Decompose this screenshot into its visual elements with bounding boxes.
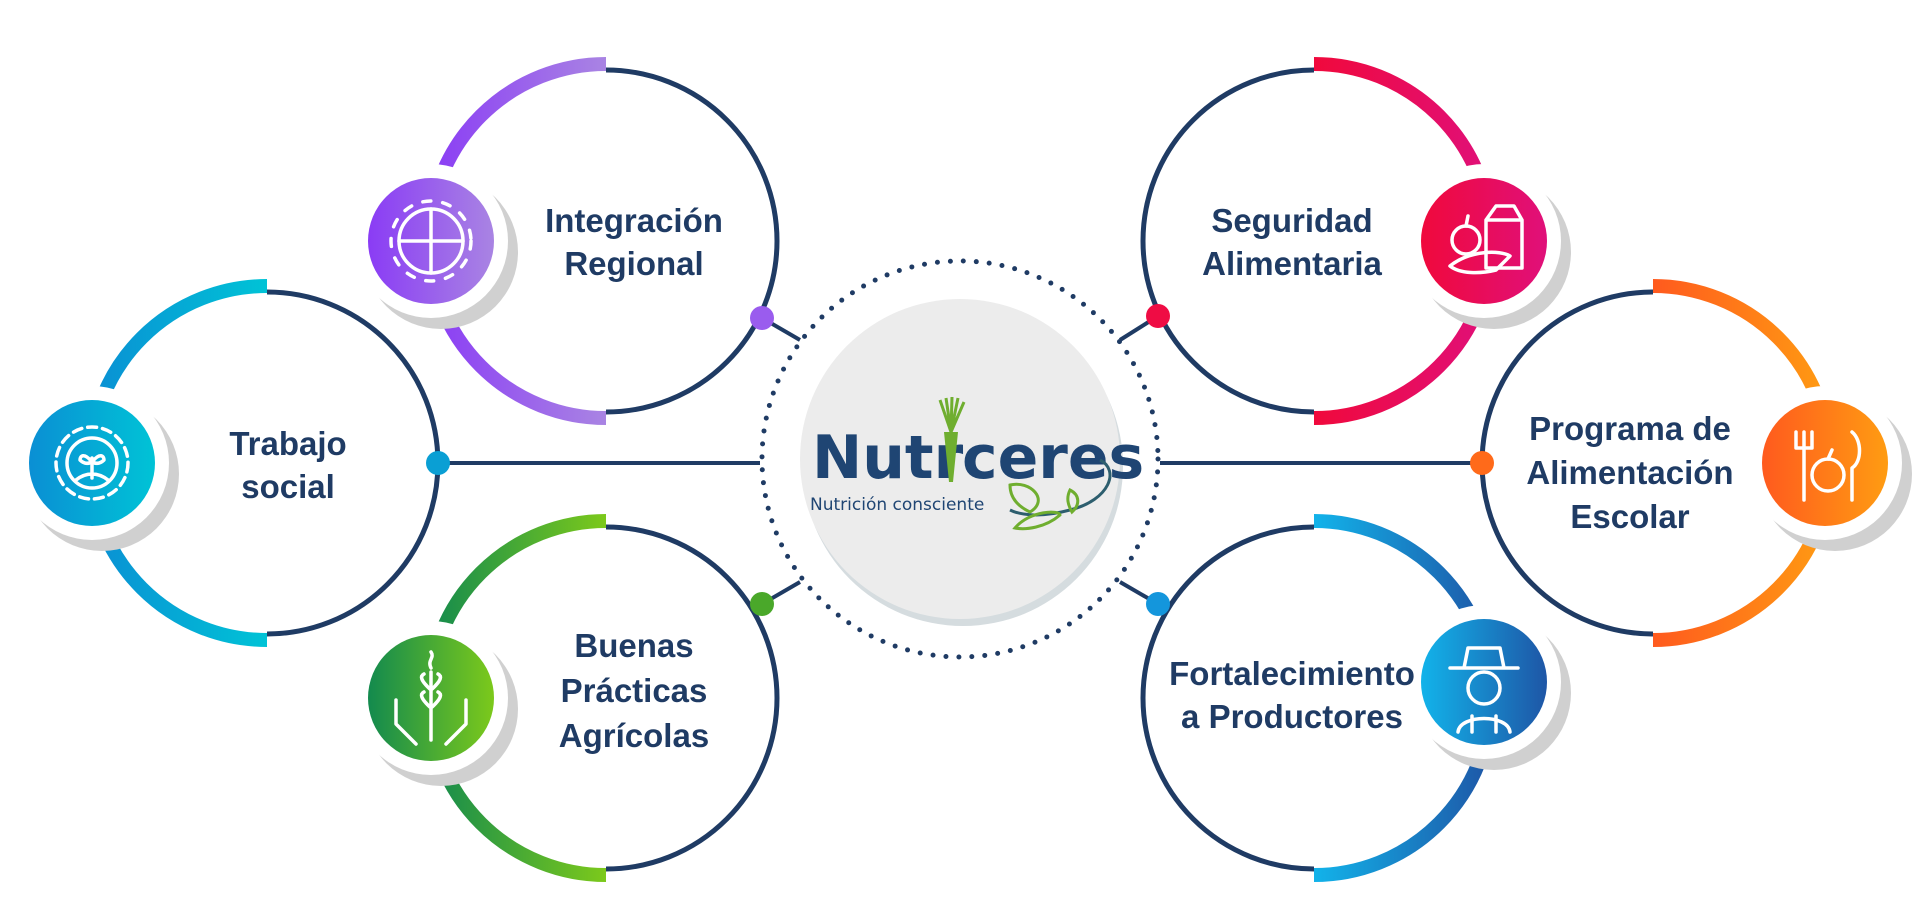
node-label-line: Buenas xyxy=(574,627,693,664)
node-connector-dot xyxy=(1470,451,1494,475)
node-label-line: social xyxy=(241,468,335,505)
node-label-line: Alimentación xyxy=(1526,454,1733,491)
farmer-icon xyxy=(1448,646,1520,734)
node-connector-dot xyxy=(1146,592,1170,616)
node-label-line: Trabajo xyxy=(229,425,346,462)
node-ring xyxy=(1140,524,1315,872)
puzzle-gear-icon xyxy=(389,199,473,283)
node-connector-dot xyxy=(426,451,450,475)
node-label-line: Regional xyxy=(564,245,703,282)
node-connector-dot xyxy=(750,592,774,616)
node-connector-dot xyxy=(750,306,774,330)
node-label-line: Alimentaria xyxy=(1202,245,1382,282)
node-ring xyxy=(266,289,441,637)
node-label-line: Programa de xyxy=(1529,410,1731,447)
node-label-line: Escolar xyxy=(1570,498,1689,535)
carrot-icon xyxy=(938,396,966,482)
logo-text-part1: Nutr xyxy=(812,423,964,493)
node-label-line: Seguridad xyxy=(1211,202,1372,239)
node-ring xyxy=(1140,67,1315,415)
fork-apple-knife-icon xyxy=(1794,430,1862,502)
node-ring xyxy=(605,524,780,872)
center-circle xyxy=(800,299,1120,619)
node-connector-dot xyxy=(1146,304,1170,328)
leaves-icon xyxy=(1008,482,1080,531)
node-label-line: Prácticas xyxy=(561,672,708,709)
node-icon-badge xyxy=(1762,400,1888,526)
node-icon-badge xyxy=(1421,619,1547,745)
gear-plant-icon xyxy=(54,425,130,501)
node-label-line: a Productores xyxy=(1181,698,1403,735)
logo-text-part2: ceres xyxy=(962,423,1144,493)
node-trabajo-social: Trabajo social xyxy=(15,279,450,647)
dotted-ring xyxy=(759,258,1161,660)
nutriceres-logo: Nutr ceres Nutrición consciente xyxy=(810,396,1144,531)
node-fortalecimiento-productores: Fortalecimiento a Productores xyxy=(1140,514,1571,882)
food-basket-icon xyxy=(1448,204,1524,275)
node-icon-badge xyxy=(1421,178,1547,304)
node-label-line: Fortalecimiento xyxy=(1169,655,1415,692)
logo-tagline: Nutrición consciente xyxy=(810,495,984,515)
center-hub: Nutr ceres Nutrición consciente xyxy=(759,258,1161,660)
hands-wheat-icon xyxy=(394,650,468,746)
node-label-line: Integración xyxy=(545,202,723,239)
node-ring xyxy=(605,67,780,415)
node-label-line: Agrícolas xyxy=(559,717,709,754)
